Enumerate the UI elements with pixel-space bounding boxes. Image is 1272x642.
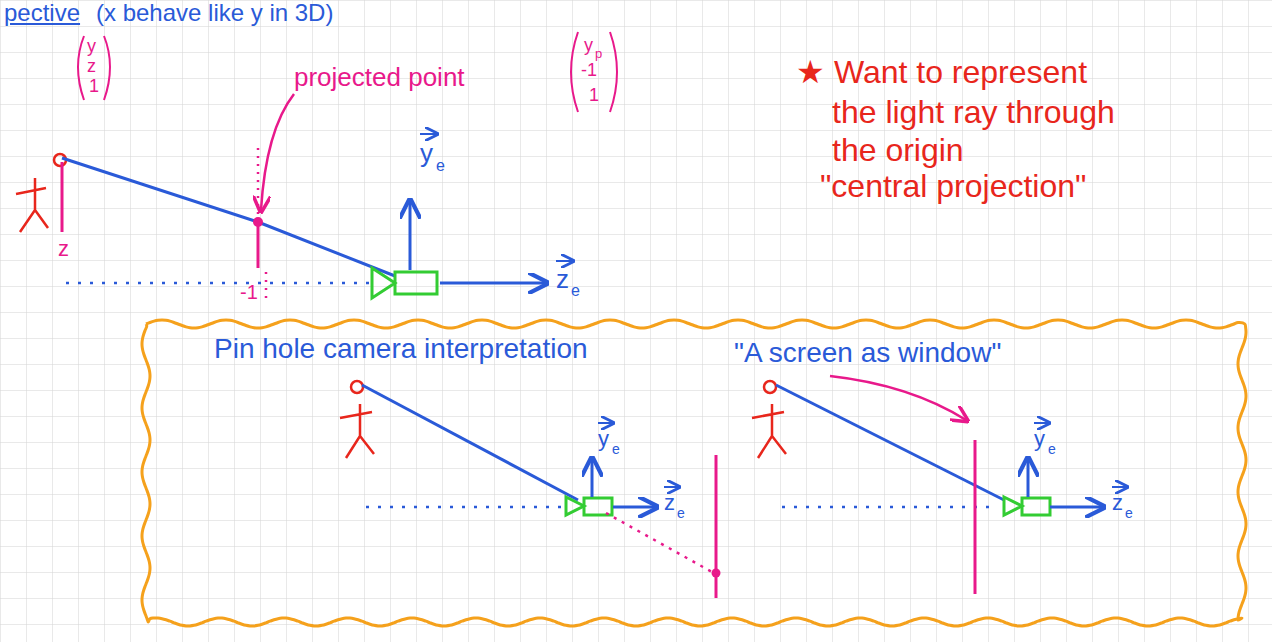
leader-line	[830, 376, 966, 420]
axis-label: z	[664, 492, 675, 514]
vector-bracket	[571, 32, 578, 112]
axis-arrow	[591, 460, 594, 497]
light-ray	[62, 158, 395, 276]
vector-arrow	[556, 260, 572, 262]
cloud-panel: Pin hole camera interpretation "A screen …	[138, 316, 1250, 630]
note: ★ Want to represent	[796, 56, 1087, 88]
subscript: e	[1125, 506, 1133, 520]
vector-bracket	[78, 36, 84, 100]
note: the light ray through	[832, 96, 1115, 128]
screen-plane	[974, 440, 977, 594]
note: "central projection"	[820, 170, 1086, 202]
projected-dot	[253, 217, 263, 227]
coordinate: -1	[240, 282, 258, 302]
vector-bracket	[104, 36, 110, 100]
vector-entry: z	[87, 57, 96, 75]
camera-icon	[372, 268, 395, 298]
optical-axis	[782, 506, 998, 509]
axis-arrow	[409, 202, 412, 270]
vector-entry: y	[584, 36, 593, 54]
subscript: e	[612, 442, 620, 456]
axis-label: z	[556, 266, 569, 292]
vector-arrow	[664, 486, 678, 488]
panel-heading: Pin hole camera interpretation	[214, 334, 588, 365]
stick-figure	[16, 178, 48, 232]
person-head	[351, 381, 363, 393]
vector-arrow	[420, 133, 436, 135]
axis-arrow	[440, 282, 545, 285]
vector-entry: y	[87, 37, 96, 55]
image-plane	[257, 148, 260, 222]
subscript: e	[571, 283, 580, 299]
vector-arrow	[598, 422, 612, 424]
subscript: e	[1048, 442, 1056, 456]
vector-entry: 1	[589, 86, 599, 104]
panel-heading: "A screen as window"	[734, 338, 1001, 369]
ray-extension	[606, 513, 712, 572]
camera-icon	[395, 272, 437, 294]
object-height	[61, 162, 64, 232]
subscript: e	[677, 506, 685, 520]
light-ray	[362, 385, 578, 500]
heading: pective	[4, 1, 80, 25]
optical-axis	[66, 282, 372, 285]
leader-line	[261, 94, 294, 210]
vector-arrow	[1034, 422, 1048, 424]
subscript: e	[436, 158, 445, 174]
person-head	[764, 381, 776, 393]
note: (x behave like y in 3D)	[96, 1, 333, 25]
axis-label: z	[1112, 492, 1123, 514]
vector-arrow	[1112, 486, 1126, 488]
axis-label: y	[598, 428, 609, 450]
axis-label: y	[1034, 428, 1045, 450]
axis-arrow	[1027, 460, 1030, 497]
projected-dot	[712, 569, 721, 578]
vector-bracket	[610, 32, 617, 112]
image-height	[257, 222, 260, 268]
light-ray	[776, 385, 1004, 500]
optical-axis	[366, 506, 562, 509]
axis-label: z	[58, 238, 69, 260]
axis-label: y	[420, 140, 433, 166]
stick-figure	[340, 404, 374, 458]
camera-icon	[1022, 498, 1050, 515]
callout: projected point	[294, 64, 465, 90]
vector-entry: -1	[581, 61, 597, 79]
subscript: p	[595, 47, 602, 60]
cloud-outline	[142, 320, 1246, 626]
camera-icon	[566, 497, 584, 515]
vector-entry: 1	[89, 77, 99, 95]
stick-figure	[752, 404, 786, 458]
image-plane	[265, 272, 268, 300]
camera-icon	[1004, 497, 1022, 515]
axis-arrow	[1050, 506, 1102, 509]
axis-arrow	[613, 506, 655, 509]
note: the origin	[832, 134, 964, 166]
camera-icon	[584, 498, 612, 515]
